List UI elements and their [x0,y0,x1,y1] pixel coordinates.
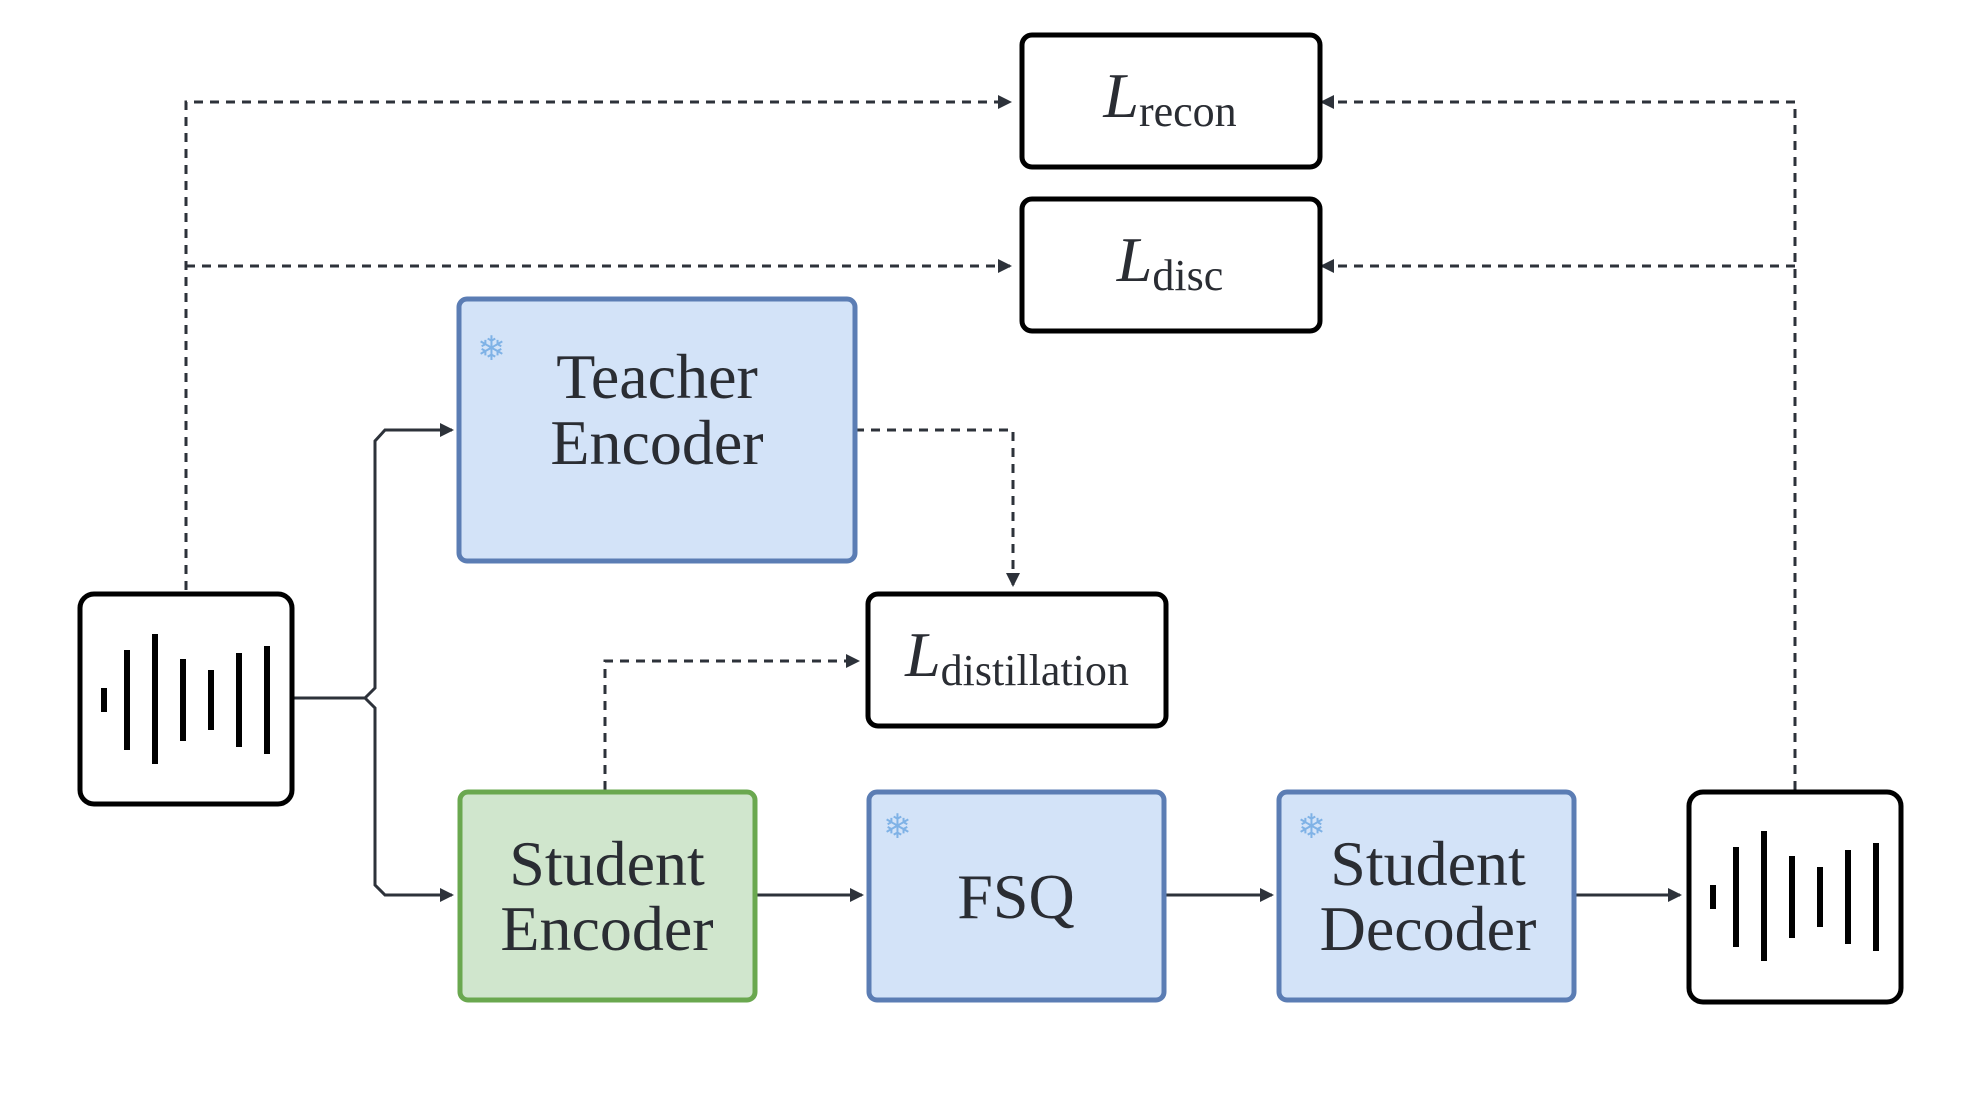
waveform-icon [101,634,270,764]
loss-recon-subscript: recon [1139,87,1237,136]
dashed-connectors [184,95,1797,790]
edge-output-to-recon [1320,95,1797,790]
student-encoder-box: Student Encoder [457,789,758,1003]
student-decoder-label-line1: Student [1330,828,1526,899]
edge-student-to-distillation [603,654,860,790]
fsq-box: ❄ FSQ [866,789,1167,1003]
edge-split-to-teacher [363,423,454,700]
student-decoder-label-line2: Decoder [1320,893,1537,964]
edge-split-to-student [363,696,454,902]
loss-distillation-box: Ldistillation [865,591,1169,729]
teacher-encoder-label-line2: Encoder [550,407,763,478]
svg-text:Ldisc: Ldisc [1116,224,1223,300]
frozen-snowflake-icon: ❄ [883,807,912,847]
edge-teacher-to-distillation [855,428,1020,587]
student-decoder-box: ❄ Student Decoder [1276,789,1577,1003]
fsq-label: FSQ [957,861,1074,932]
student-encoder-label-line1: Student [509,828,705,899]
input-audio-box [77,591,295,807]
loss-distillation-subscript: distillation [941,646,1129,695]
edge-input-to-recon [184,95,1012,590]
teacher-encoder-label-line1: Teacher [556,341,758,412]
loss-disc-box: Ldisc [1019,196,1323,334]
loss-disc-subscript: disc [1152,251,1223,300]
svg-text:Ldistillation: Ldistillation [904,619,1129,695]
frozen-snowflake-icon: ❄ [477,329,506,369]
loss-distillation-symbol: L [904,619,941,690]
svg-text:Lrecon: Lrecon [1102,60,1236,136]
loss-recon-symbol: L [1102,60,1139,131]
waveform-icon [1710,831,1879,961]
solid-connectors [293,423,1682,902]
loss-recon-box: Lrecon [1019,32,1323,170]
teacher-encoder-box: ❄ Teacher Encoder [456,296,858,564]
output-audio-box [1686,789,1904,1005]
frozen-snowflake-icon: ❄ [1297,807,1326,847]
student-encoder-label-line2: Encoder [500,893,713,964]
loss-disc-symbol: L [1116,224,1153,295]
